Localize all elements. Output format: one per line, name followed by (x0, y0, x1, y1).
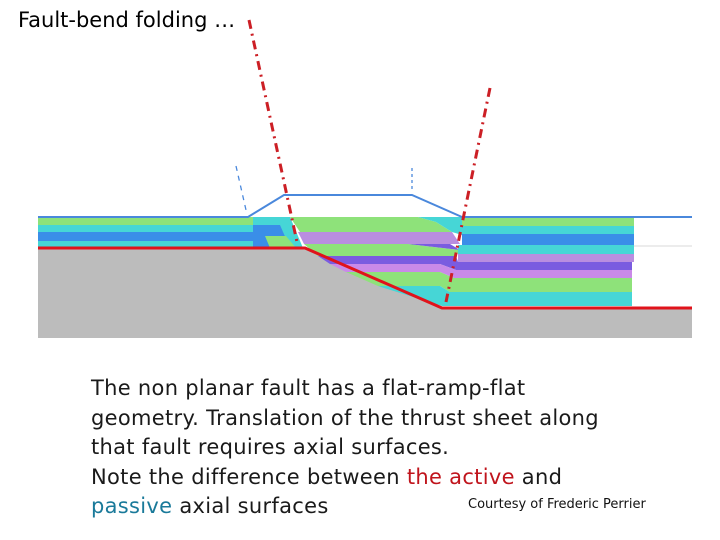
caption: The non planar fault has a flat-ramp-fla… (91, 374, 599, 522)
caption-line-5: passive axial surfaces (91, 492, 599, 522)
ramp-anticline-strata (253, 217, 462, 256)
active-axial-surface-1 (247, 19, 299, 243)
credit: Courtesy of Frederic Perrier (468, 497, 646, 512)
caption-line-5-suffix: axial surfaces (172, 494, 329, 518)
footwall-basement (38, 248, 692, 338)
passive-surface-marker-left (235, 165, 247, 211)
thrust-fault (38, 246, 692, 310)
active-highlight: the active (406, 464, 515, 489)
caption-line-4-suffix: and (514, 464, 563, 489)
top-surface (38, 194, 692, 218)
caption-line-2: geometry. Translation of the thrust shee… (91, 405, 599, 430)
active-axial-surface-2 (444, 87, 492, 303)
caption-line-4: Note the difference between the active a… (91, 463, 599, 493)
caption-line-3: that fault requires axial surfaces. (91, 435, 450, 459)
caption-line-4-prefix: Note the difference between (91, 464, 407, 489)
undeformed-left-strata (38, 217, 253, 248)
slide-title: Fault-bend folding … (18, 8, 236, 32)
passive-highlight: passive (91, 494, 173, 518)
forelimb-strata (318, 256, 632, 306)
caption-line-1: The non planar fault has a flat-ramp-fla… (91, 376, 526, 400)
undeformed-right-strata (458, 217, 634, 262)
